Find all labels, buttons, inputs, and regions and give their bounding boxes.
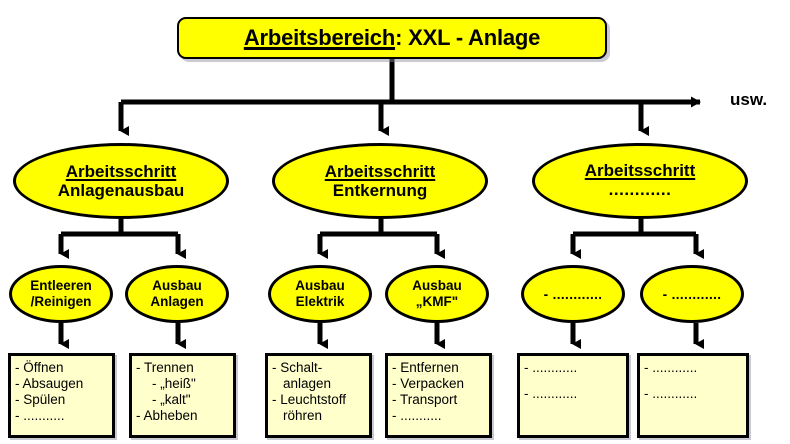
detail-line: - Öffnen bbox=[15, 360, 64, 375]
step-node-title: Arbeitsschritt bbox=[584, 161, 696, 181]
root-node-label-rest: : XXL - Anlage bbox=[395, 25, 541, 50]
task-node-line2: Elektrik bbox=[295, 294, 345, 309]
detail-line: - ............ bbox=[524, 360, 578, 375]
step-node-subtitle: Entkernung bbox=[332, 180, 428, 200]
task-node-ausbau-anlagen[interactable]: Ausbau Anlagen bbox=[125, 265, 229, 323]
detail-line: - ............ bbox=[644, 385, 698, 401]
detail-box-placeholder-2[interactable]: - ............ - ............ bbox=[637, 353, 749, 438]
detail-line: - ........... bbox=[392, 407, 442, 423]
step-node-entkernung[interactable]: Arbeitsschritt Entkernung bbox=[272, 143, 488, 219]
detail-line: - Verpacken bbox=[392, 375, 465, 391]
task-node-placeholder-1[interactable]: - ............ bbox=[521, 265, 625, 323]
task-node-ausbau-kmf[interactable]: Ausbau „KMF" bbox=[385, 265, 489, 323]
step-node-title: Arbeitsschritt bbox=[324, 161, 436, 181]
task-node-line1: Entleeren bbox=[30, 278, 92, 294]
detail-box-placeholder-1[interactable]: - ............ - ............ bbox=[517, 353, 629, 438]
task-node-line1: Ausbau bbox=[152, 278, 202, 294]
task-node-line2: „KMF" bbox=[415, 294, 459, 309]
detail-box-ausbau-anlagen[interactable]: - Trennen - „heiß" - „kalt" - Abheben bbox=[129, 353, 236, 438]
detail-line: - Transport bbox=[392, 391, 458, 407]
detail-line: - „kalt" bbox=[152, 391, 191, 407]
step-node-title: Arbeitsschritt bbox=[65, 161, 177, 181]
detail-line: röhren bbox=[283, 407, 323, 423]
root-node-label: Arbeitsbereich: XXL - Anlage bbox=[243, 25, 541, 51]
detail-line: - Absaugen bbox=[15, 375, 84, 391]
detail-line: anlagen bbox=[283, 375, 332, 391]
root-node-arbeitsbereich[interactable]: Arbeitsbereich: XXL - Anlage bbox=[177, 17, 607, 59]
task-node-entleeren-reinigen[interactable]: Entleeren /Reinigen bbox=[9, 265, 113, 323]
detail-line: - Schalt- bbox=[272, 360, 323, 375]
task-node-placeholder-2[interactable]: - ............ bbox=[640, 265, 744, 323]
detail-box-entleeren-reinigen[interactable]: - Öffnen - Absaugen - Spülen - .........… bbox=[8, 353, 115, 438]
step-node-anlagenausbau[interactable]: Arbeitsschritt Anlagenausbau bbox=[13, 143, 229, 219]
detail-line: - Spülen bbox=[15, 391, 66, 407]
task-node-line1: - ............ bbox=[662, 286, 722, 302]
step-node-subtitle: Anlagenausbau bbox=[57, 180, 185, 200]
detail-line: - Leuchtstoff bbox=[272, 391, 347, 407]
detail-line: - Trennen bbox=[136, 360, 194, 375]
task-node-ausbau-elektrik[interactable]: Ausbau Elektrik bbox=[268, 265, 372, 323]
root-node-label-underlined: Arbeitsbereich bbox=[243, 25, 396, 50]
detail-line: - ............ bbox=[524, 385, 578, 401]
task-node-line2: Anlagen bbox=[150, 294, 204, 309]
task-node-line1: Ausbau bbox=[412, 278, 462, 294]
step-node-placeholder[interactable]: Arbeitsschritt ............ bbox=[532, 143, 748, 219]
detail-line: - ............ bbox=[644, 360, 698, 375]
task-node-line2: /Reinigen bbox=[30, 294, 92, 309]
detail-line: - Abheben bbox=[136, 407, 198, 423]
task-node-line1: Ausbau bbox=[295, 278, 345, 294]
overflow-marker-usw: usw. bbox=[730, 90, 768, 109]
detail-line: - ........... bbox=[15, 407, 65, 423]
detail-line: - Entfernen bbox=[392, 360, 459, 375]
detail-box-ausbau-kmf[interactable]: - Entfernen - Verpacken - Transport - ..… bbox=[385, 353, 492, 438]
step-node-subtitle: ............ bbox=[608, 180, 672, 200]
detail-line: - „heiß" bbox=[152, 375, 196, 391]
task-node-line1: - ............ bbox=[543, 286, 603, 302]
detail-box-ausbau-elektrik[interactable]: - Schalt- anlagen - Leuchtstoff röhren bbox=[265, 353, 372, 438]
